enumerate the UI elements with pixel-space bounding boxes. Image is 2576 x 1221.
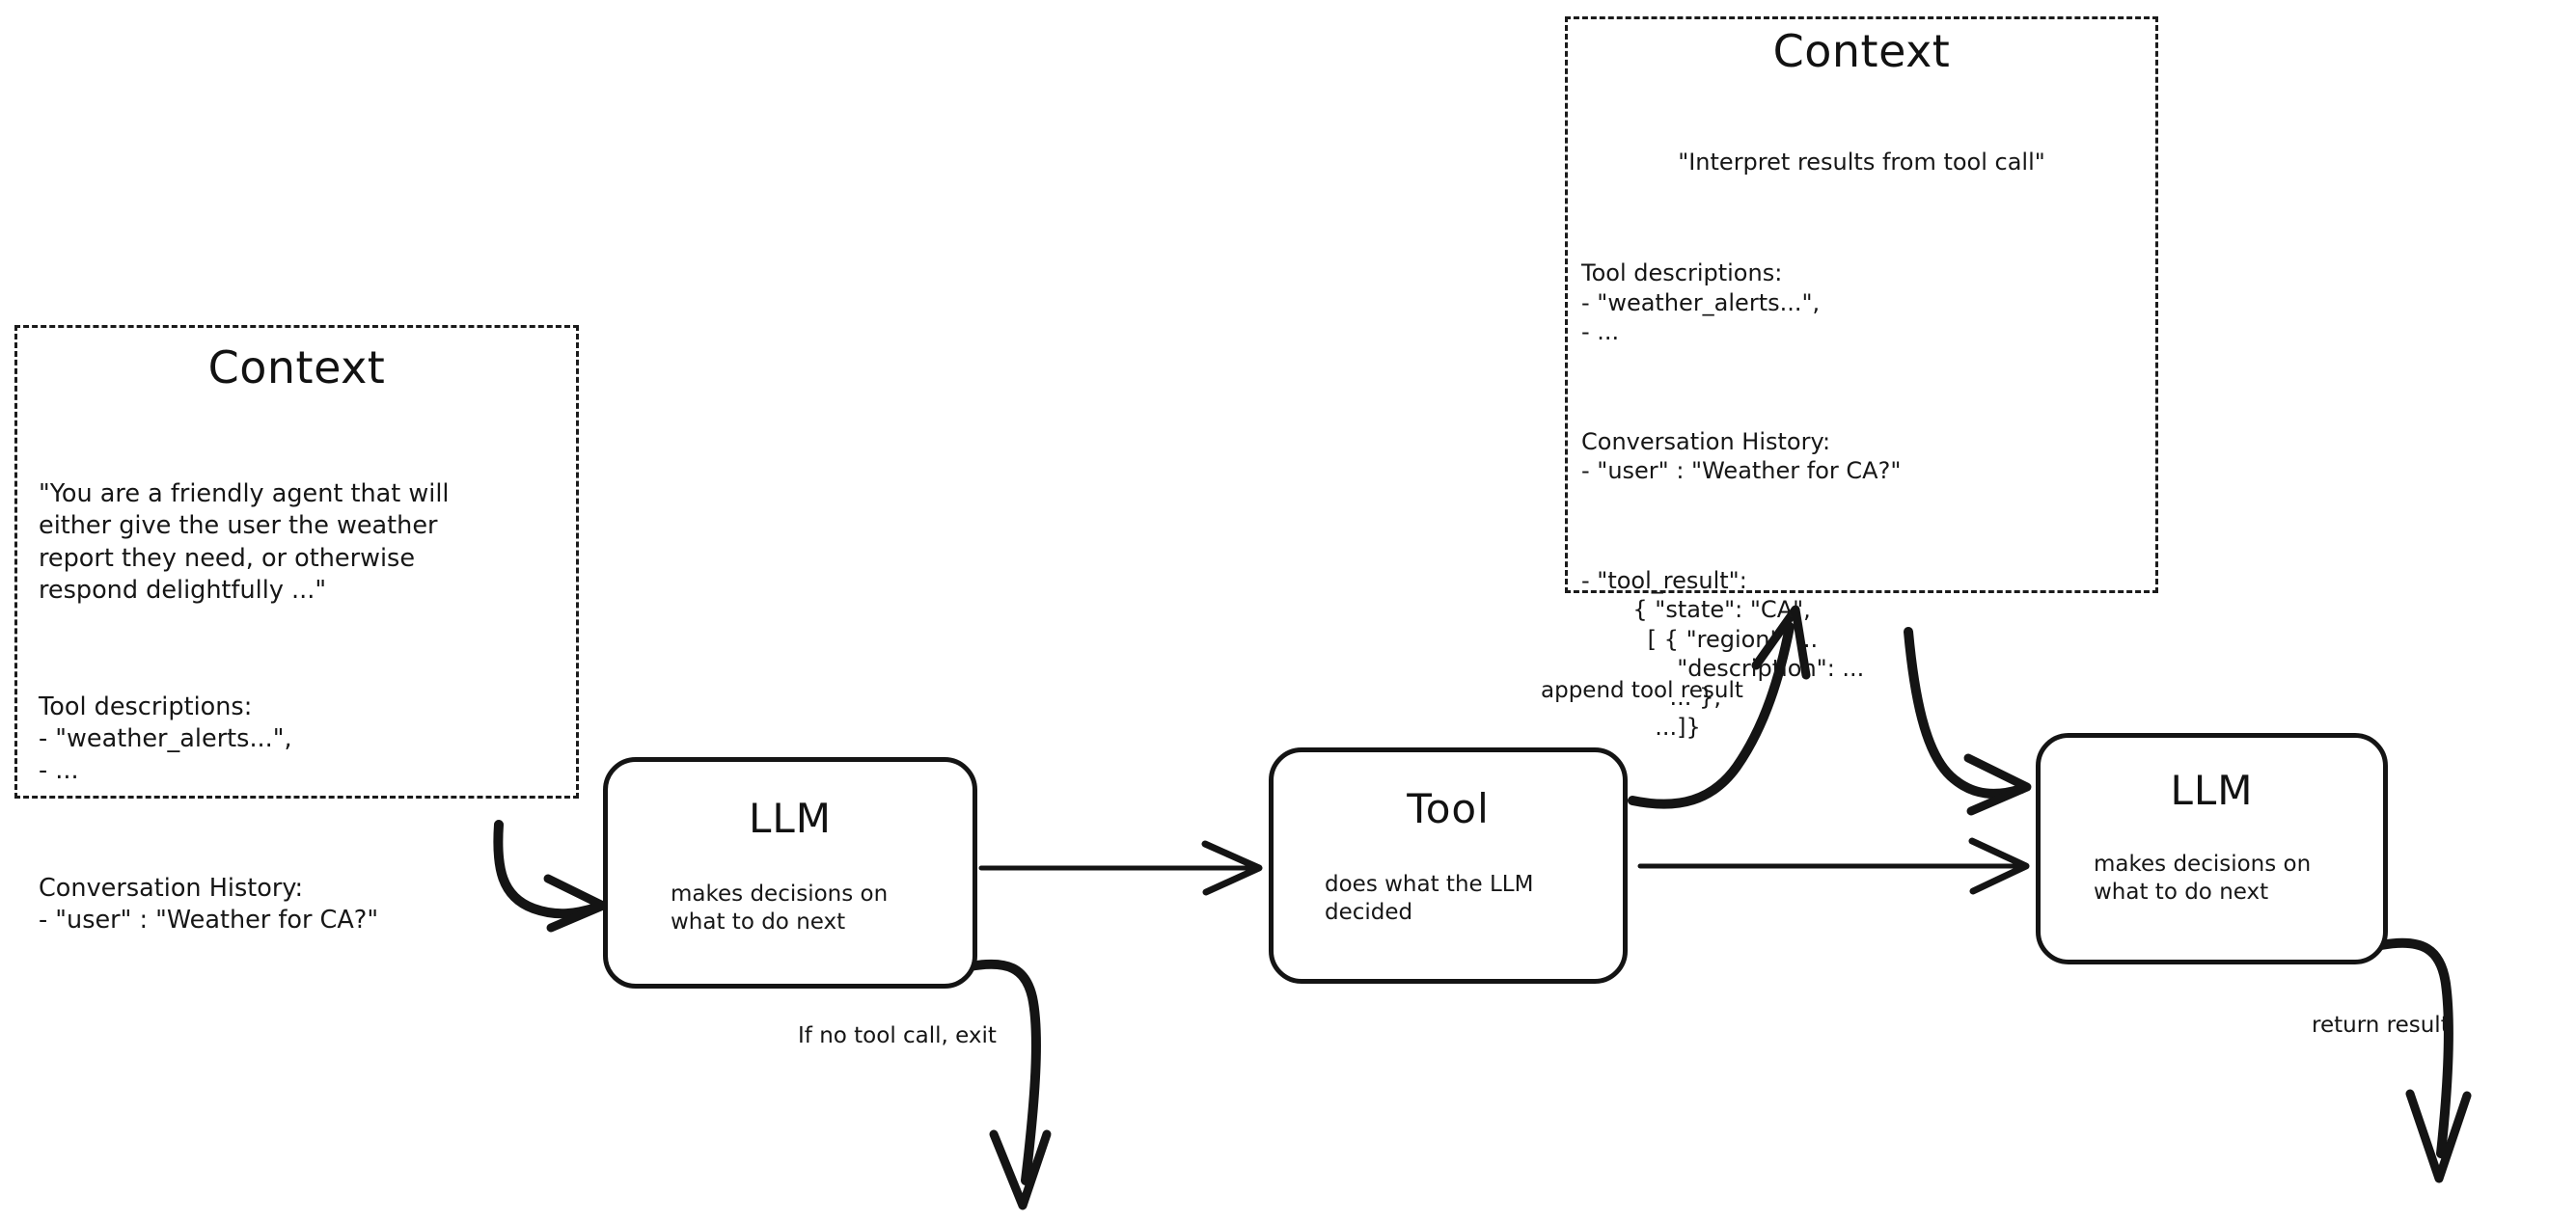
context-left-tool-descriptions: Tool descriptions: - "weather_alerts..."… bbox=[39, 692, 292, 786]
node-llm-second[interactable]: LLM makes decisions on what to do next bbox=[2036, 733, 2388, 964]
node-llm-first-subtitle: makes decisions on what to do next bbox=[671, 882, 889, 936]
node-llm-first-title: LLM bbox=[748, 795, 833, 842]
context-right-tool-descriptions: Tool descriptions: - "weather_alerts..."… bbox=[1581, 259, 1821, 346]
context-left-system-prompt: "You are a friendly agent that will eith… bbox=[39, 479, 450, 605]
context-left-conversation-history: Conversation History: - "user" : "Weathe… bbox=[39, 873, 379, 935]
edge-llm1-to-tool bbox=[978, 840, 1263, 896]
node-llm-second-subtitle: makes decisions on what to do next bbox=[2094, 852, 2312, 906]
edge-label-append-tool-result: append tool result bbox=[1541, 678, 1743, 703]
context-right-title: Context bbox=[1772, 25, 1951, 77]
edge-label-if-no-tool-call-exit: If no tool call, exit bbox=[798, 1023, 997, 1048]
context-right-conversation-history: Conversation History: - "user" : "Weathe… bbox=[1581, 427, 1902, 485]
edge-label-return-result: return result bbox=[2312, 1013, 2450, 1038]
node-llm-first[interactable]: LLM makes decisions on what to do next bbox=[603, 757, 977, 989]
context-right-system-prompt: "Interpret results from tool call" bbox=[1678, 148, 2045, 176]
node-tool[interactable]: Tool does what the LLM decided bbox=[1269, 747, 1628, 984]
context-right-tool-result: - "tool_result": { "state": "CA", [ { "r… bbox=[1581, 566, 1865, 741]
context-box-right: Context "Interpret results from tool cal… bbox=[1565, 16, 2158, 741]
context-left-body: "You are a friendly agent that will eith… bbox=[39, 415, 559, 1000]
context-right-body: "Interpret results from tool call" Tool … bbox=[1581, 89, 2142, 800]
context-left-title: Context bbox=[207, 341, 386, 393]
edge-llm1-exit bbox=[965, 959, 1052, 1210]
edge-context-right-to-llm2 bbox=[1904, 627, 2032, 816]
edge-tool-to-context-right bbox=[1628, 605, 1811, 809]
edge-llm2-return bbox=[2376, 937, 2472, 1183]
context-box-left: Context "You are a friendly agent that w… bbox=[14, 325, 579, 935]
node-tool-subtitle: does what the LLM decided bbox=[1325, 872, 1534, 926]
node-tool-title: Tool bbox=[1407, 785, 1490, 832]
edge-tool-to-llm2 bbox=[1637, 837, 2030, 895]
node-llm-second-title: LLM bbox=[2170, 767, 2254, 814]
